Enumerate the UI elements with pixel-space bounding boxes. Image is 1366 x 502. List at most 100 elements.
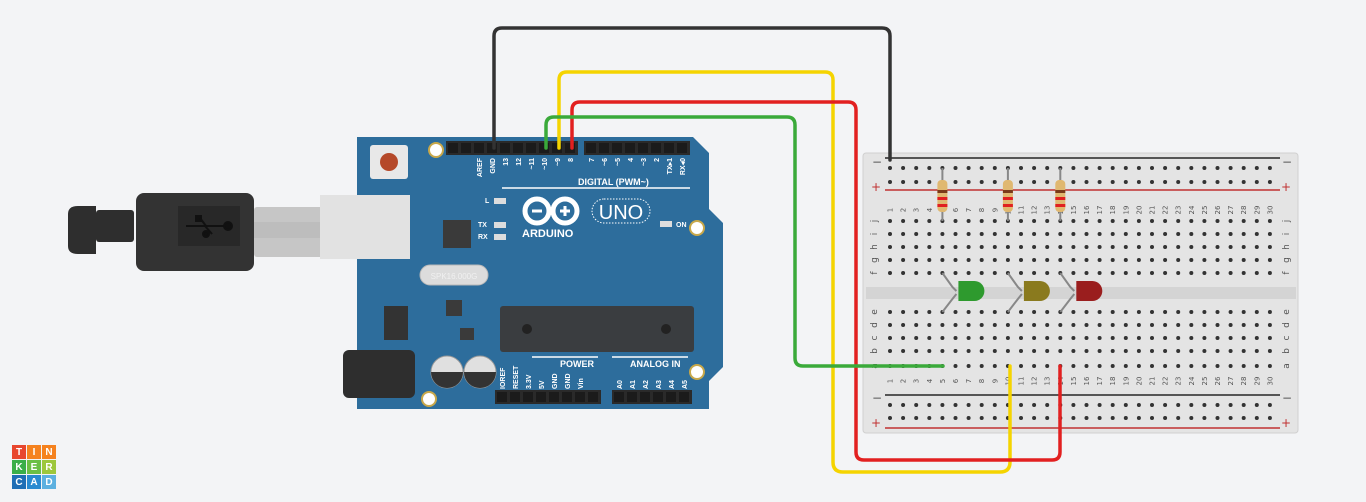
hole[interactable]	[966, 271, 971, 275]
rail-hole[interactable]	[1254, 166, 1259, 170]
hole[interactable]	[992, 336, 997, 340]
hole[interactable]	[1110, 232, 1115, 236]
hole[interactable]	[1176, 271, 1181, 275]
digital-header[interactable]	[446, 141, 690, 155]
hole[interactable]	[1163, 258, 1168, 262]
rail-hole[interactable]	[1228, 416, 1233, 420]
rail-hole[interactable]	[1110, 403, 1115, 407]
rail-hole[interactable]	[1254, 403, 1259, 407]
hole[interactable]	[914, 349, 919, 353]
hole[interactable]	[1097, 232, 1102, 236]
hole[interactable]	[1005, 323, 1010, 327]
rail-hole[interactable]	[1071, 166, 1076, 170]
rail-hole[interactable]	[1202, 180, 1207, 184]
hole[interactable]	[979, 232, 984, 236]
hole[interactable]	[901, 219, 906, 223]
rail-hole[interactable]	[1150, 166, 1154, 170]
rail-hole[interactable]	[992, 403, 997, 407]
hole[interactable]	[1136, 349, 1141, 353]
rail-hole[interactable]	[1176, 403, 1181, 407]
hole[interactable]	[979, 271, 984, 275]
hole[interactable]	[1150, 364, 1154, 368]
hole[interactable]	[1202, 245, 1207, 249]
hole[interactable]	[1110, 349, 1115, 353]
rail-hole[interactable]	[1215, 180, 1220, 184]
hole[interactable]	[888, 310, 892, 314]
hole[interactable]	[1150, 245, 1154, 249]
rail-hole[interactable]	[888, 180, 892, 184]
hole[interactable]	[1110, 336, 1115, 340]
hole[interactable]	[1228, 349, 1233, 353]
hole[interactable]	[1241, 349, 1246, 353]
wire-pin8[interactable]	[570, 100, 1062, 462]
hole[interactable]	[927, 245, 932, 249]
hole[interactable]	[901, 323, 906, 327]
rail-hole[interactable]	[1097, 403, 1102, 407]
hole[interactable]	[979, 245, 984, 249]
led-LED-green[interactable]	[941, 272, 985, 313]
hole[interactable]	[1189, 349, 1194, 353]
rail-hole[interactable]	[1267, 416, 1272, 420]
hole[interactable]	[1136, 310, 1141, 314]
hole[interactable]	[1032, 336, 1037, 340]
hole[interactable]	[1254, 323, 1259, 327]
hole[interactable]	[1136, 364, 1141, 368]
rail-hole[interactable]	[979, 166, 984, 170]
hole[interactable]	[1019, 310, 1023, 314]
hole[interactable]	[1150, 271, 1154, 275]
hole[interactable]	[1110, 219, 1115, 223]
hole[interactable]	[1110, 310, 1115, 314]
hole[interactable]	[1136, 323, 1141, 327]
rail-hole[interactable]	[1136, 166, 1141, 170]
hole[interactable]	[1267, 245, 1272, 249]
hole[interactable]	[1045, 271, 1050, 275]
hole[interactable]	[953, 219, 958, 223]
hole[interactable]	[901, 245, 906, 249]
rail-hole[interactable]	[1150, 180, 1154, 184]
rail-hole[interactable]	[992, 166, 997, 170]
rail-hole[interactable]	[1032, 166, 1037, 170]
hole[interactable]	[1189, 336, 1194, 340]
rail-hole[interactable]	[1163, 180, 1168, 184]
hole[interactable]	[1215, 245, 1220, 249]
hole[interactable]	[966, 349, 971, 353]
hole[interactable]	[1058, 349, 1063, 353]
rail-hole[interactable]	[1228, 403, 1233, 407]
hole[interactable]	[1136, 232, 1141, 236]
hole[interactable]	[1228, 258, 1233, 262]
power-pin-socket[interactable]	[588, 392, 598, 402]
rail-hole[interactable]	[1123, 403, 1128, 407]
rail-hole[interactable]	[1136, 180, 1141, 184]
hole[interactable]	[1254, 271, 1259, 275]
hole[interactable]	[1189, 310, 1194, 314]
hole[interactable]	[1084, 364, 1089, 368]
hole[interactable]	[1110, 364, 1115, 368]
hole[interactable]	[1097, 310, 1102, 314]
hole[interactable]	[1005, 336, 1010, 340]
hole[interactable]	[1019, 232, 1023, 236]
reset-button[interactable]	[370, 145, 408, 179]
rail-hole[interactable]	[1136, 416, 1141, 420]
hole[interactable]	[1136, 245, 1141, 249]
rail-hole[interactable]	[1241, 180, 1246, 184]
hole[interactable]	[1228, 323, 1233, 327]
hole[interactable]	[1058, 232, 1063, 236]
hole[interactable]	[1019, 323, 1023, 327]
hole[interactable]	[992, 258, 997, 262]
rail-hole[interactable]	[1019, 416, 1023, 420]
hole[interactable]	[953, 349, 958, 353]
rail-hole[interactable]	[1045, 166, 1050, 170]
resistor-R3[interactable]	[1055, 168, 1066, 221]
rail-hole[interactable]	[1215, 416, 1220, 420]
rail-hole[interactable]	[1163, 166, 1168, 170]
rail-hole[interactable]	[1267, 403, 1272, 407]
digital-pin-socket[interactable]	[599, 143, 609, 153]
hole[interactable]	[1136, 271, 1141, 275]
hole[interactable]	[992, 245, 997, 249]
hole[interactable]	[1071, 232, 1076, 236]
hole[interactable]	[1150, 258, 1154, 262]
hole[interactable]	[1176, 245, 1181, 249]
rail-hole[interactable]	[1150, 403, 1154, 407]
digital-pin-socket[interactable]	[526, 143, 536, 153]
